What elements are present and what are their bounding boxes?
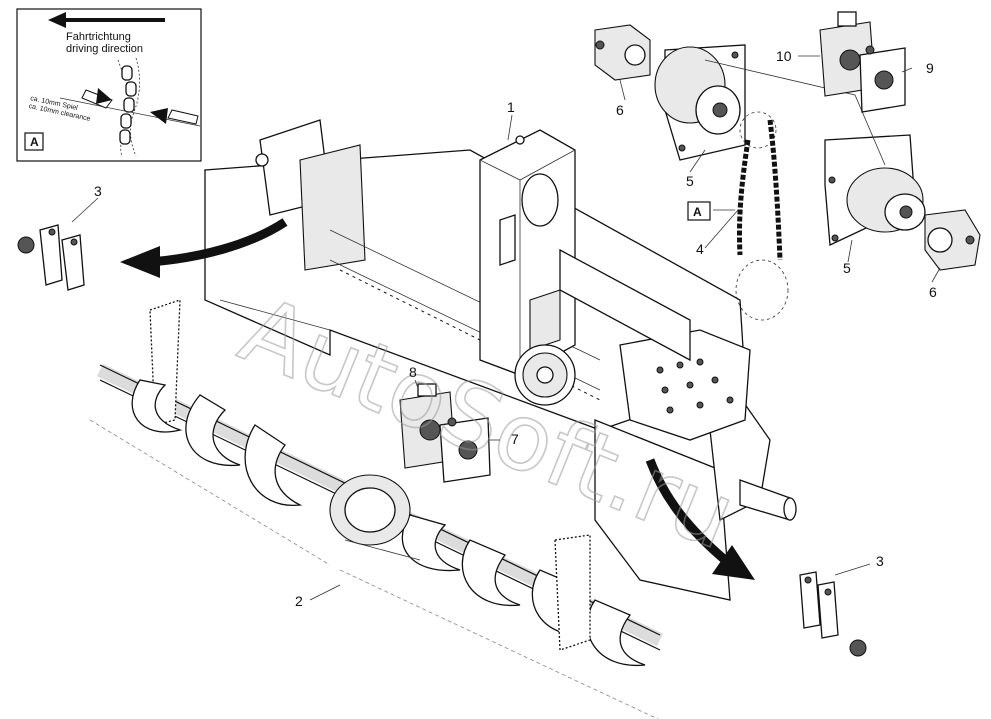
inset-view-box <box>24 132 44 151</box>
callout-oil-large-front: 8 <box>409 364 417 380</box>
inset-detail: Fahrtrichtung driving direction ca. 10mm… <box>16 8 202 162</box>
callout-bearing-lower: 5 <box>843 260 851 276</box>
callout-auger: 2 <box>295 593 303 609</box>
central-frame-tower <box>479 129 576 406</box>
bearing-upper <box>654 44 746 161</box>
view-marker-letter: A <box>693 205 702 219</box>
rotation-arrow-right-icon <box>645 458 755 580</box>
motor-upper <box>594 24 651 81</box>
bearing-lower <box>824 134 926 246</box>
callout-oil-large-back: 10 <box>776 48 792 64</box>
callout-oil-small-back: 9 <box>926 60 934 76</box>
motor-lower <box>924 209 981 271</box>
inset-direction-de: Fahrtrichtung <box>66 31 131 43</box>
oil-container-small-front <box>439 417 491 483</box>
direction-arrow-icon <box>48 12 165 28</box>
callout-chain: 4 <box>696 241 704 257</box>
callout-motor-upper: 6 <box>616 102 624 118</box>
callout-frame: 1 <box>507 99 515 115</box>
chain-detail-icon <box>59 57 201 157</box>
callout-oil-small-front: 7 <box>511 431 519 447</box>
callout-bracket-right: 3 <box>876 553 884 569</box>
inset-view-letter: A <box>30 135 39 149</box>
view-marker-box <box>687 201 711 221</box>
oil-container-small-back <box>859 45 906 113</box>
inset-frame <box>16 8 202 162</box>
auger-assembly <box>89 299 664 719</box>
callout-bearing-upper: 5 <box>686 173 694 189</box>
drive-chain <box>735 111 789 321</box>
callout-bracket-left: 3 <box>94 183 102 199</box>
leader-lines <box>71 55 941 601</box>
bracket-left <box>17 224 85 291</box>
bracket-right <box>799 571 867 657</box>
rotation-arrow-left-icon <box>120 218 288 278</box>
callout-motor-lower: 6 <box>929 284 937 300</box>
inset-direction-en: driving direction <box>66 43 143 55</box>
